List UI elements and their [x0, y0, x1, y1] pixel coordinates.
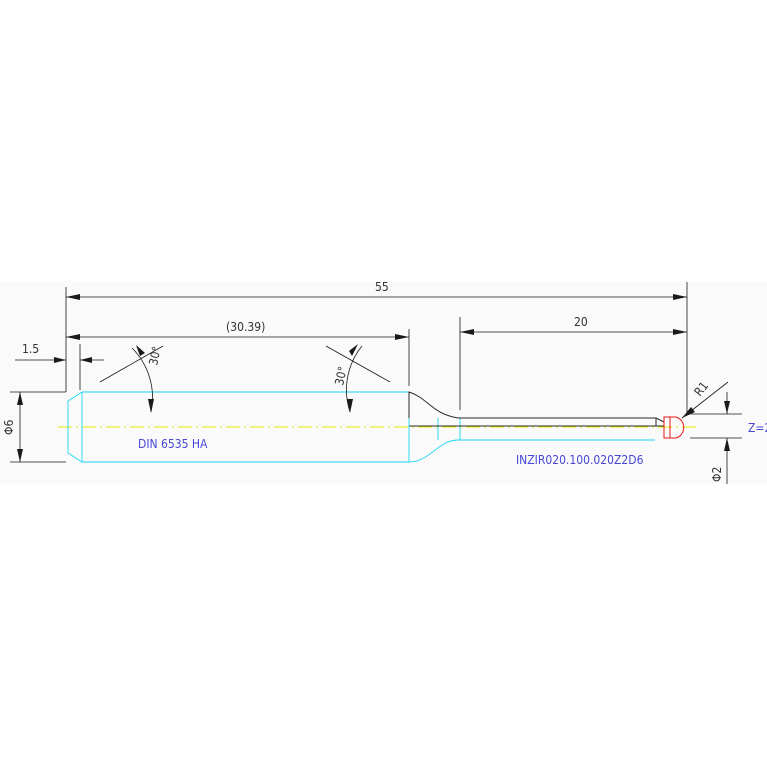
drawing-band — [0, 281, 767, 484]
dim-overall-length: 55 — [66, 280, 687, 300]
right-angle-text: 30° — [332, 365, 350, 387]
chamfer-text: 1.5 — [22, 342, 39, 356]
left-angle-text: 30° — [146, 345, 164, 367]
shank-standard-label: DIN 6535 HA — [138, 437, 208, 451]
neck-length-text: 20 — [574, 315, 588, 329]
shank-diameter-text: Φ6 — [2, 420, 16, 435]
dim-chamfer: 1.5 — [15, 342, 104, 363]
extension-lines — [10, 282, 742, 463]
shank-length-text: (30.39) — [226, 320, 265, 334]
dim-shank-diameter: Φ6 — [2, 392, 23, 462]
ball-tip — [663, 416, 685, 439]
flutes-label: Z=2 — [748, 421, 767, 435]
neck-dark-outline — [408, 391, 665, 427]
tip-diameter-text: Φ2 — [710, 467, 724, 482]
neck-transition — [408, 418, 655, 463]
tip-radius-text: R1 — [691, 379, 711, 399]
dim-tip-radius: R1 — [681, 379, 729, 419]
overall-length-text: 55 — [375, 280, 389, 294]
dim-right-angle: 30° — [325, 344, 391, 413]
dim-tip-diameter: Φ2 — [710, 392, 730, 484]
dim-shank-length: (30.39) — [66, 320, 409, 340]
dim-neck-length: 20 — [460, 315, 687, 335]
dim-left-angle: 30° — [99, 345, 164, 413]
part-number-label: INZIR020.100.020Z2D6 — [516, 453, 644, 467]
